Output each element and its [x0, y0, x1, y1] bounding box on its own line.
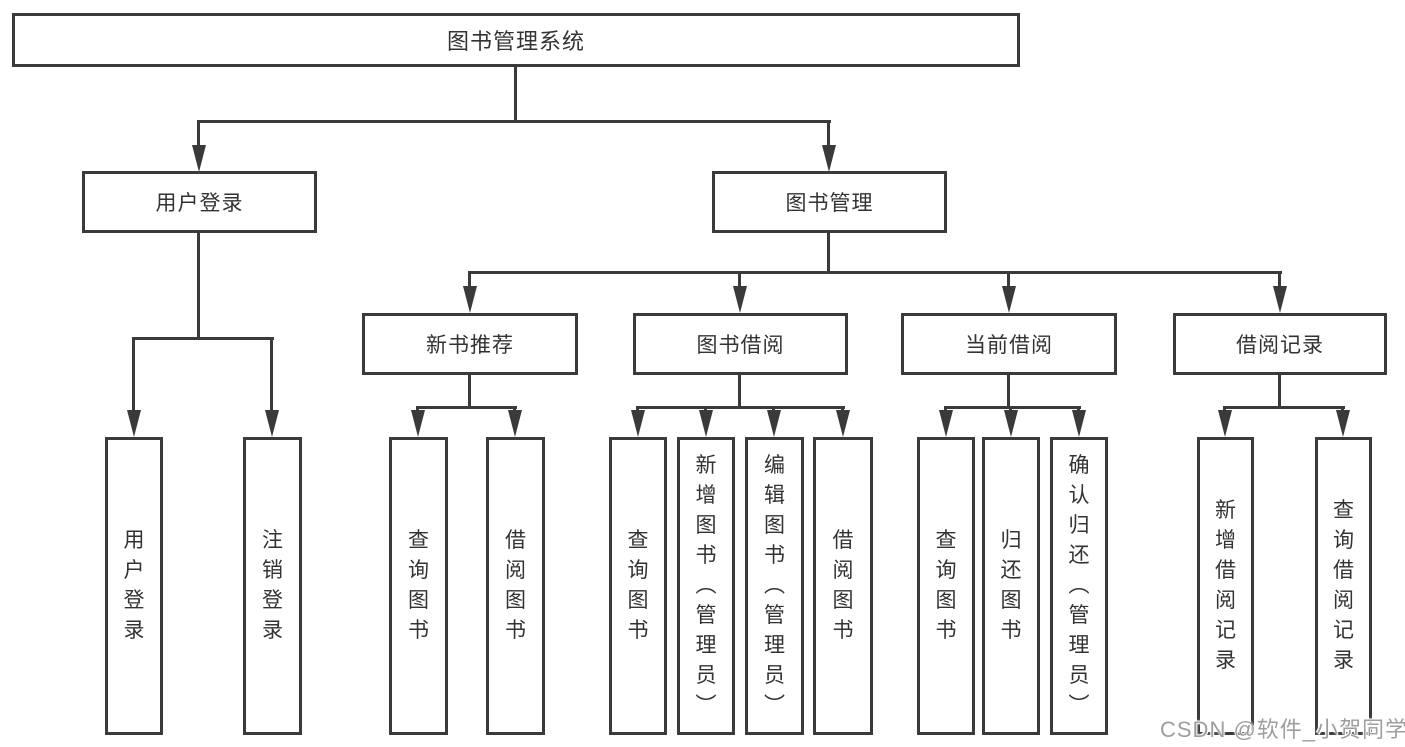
connector-line — [738, 375, 741, 408]
connector-line — [704, 406, 707, 413]
connector-line — [772, 406, 775, 413]
node-label: 查询图书 — [408, 529, 429, 642]
connector-line — [1278, 375, 1281, 408]
node-library-management-system: 图书管理系统 — [12, 13, 1020, 67]
arrow-down-icon — [836, 410, 850, 437]
node-user-login-branch: 用户登录 — [82, 171, 317, 233]
connector-line — [944, 406, 947, 413]
leaf-add-book-admin: 新增图书︵管理员︶ — [677, 437, 735, 735]
node-label: 借阅记录 — [1236, 334, 1324, 357]
connector-line — [132, 337, 135, 417]
connector-line — [469, 271, 1282, 274]
connector-line — [1009, 406, 1012, 413]
arrow-down-icon — [127, 410, 141, 437]
leaf-confirm-return-admin: 确认归还︵管理员︶ — [1050, 437, 1108, 735]
arrow-down-icon — [1002, 286, 1016, 313]
node-label: 新书推荐 — [426, 334, 514, 357]
arrow-down-icon — [699, 410, 713, 437]
connector-line — [637, 406, 845, 409]
leaf-logout: 注销登录 — [243, 437, 302, 735]
arrow-down-icon — [1273, 286, 1287, 313]
connector-line — [945, 406, 1081, 409]
connector-line — [416, 406, 419, 413]
node-label: 图书管理系统 — [446, 29, 585, 54]
arrow-down-icon — [939, 410, 953, 437]
node-label: 查询图书 — [935, 529, 957, 642]
leaf-borrow-books: 借阅图书 — [813, 437, 873, 735]
connector-line — [270, 337, 273, 417]
arrow-down-icon — [1218, 410, 1232, 437]
connector-line — [827, 233, 830, 273]
leaf-query-borrow-record: 查询借阅记录 — [1315, 437, 1372, 735]
leaf-query-books: 查询图书 — [917, 437, 975, 735]
node-label: 借阅图书 — [505, 529, 526, 642]
connector-line — [133, 337, 274, 340]
leaf-return-books: 归还图书 — [982, 437, 1040, 735]
connector-line — [1341, 406, 1344, 413]
leaf-borrow-books: 借阅图书 — [486, 437, 545, 735]
connector-line — [514, 67, 517, 123]
connector-line — [1224, 406, 1345, 409]
connector-line — [197, 120, 200, 150]
connector-line — [197, 233, 200, 339]
arrow-down-icon — [508, 410, 522, 437]
connector-line — [636, 406, 639, 413]
arrow-down-icon — [1004, 410, 1018, 437]
node-label: 图书借阅 — [696, 334, 785, 357]
connector-line — [417, 406, 517, 409]
connector-line — [827, 120, 830, 150]
leaf-query-books: 查询图书 — [389, 437, 448, 735]
arrow-down-icon — [822, 145, 836, 172]
node-label: 当前借阅 — [965, 334, 1053, 357]
node-label: 用户登录 — [123, 529, 145, 642]
node-label: 确认归还︵管理员︶ — [1068, 454, 1090, 717]
leaf-user-login: 用户登录 — [105, 437, 163, 735]
arrow-down-icon — [733, 286, 747, 313]
connector-line — [738, 271, 741, 289]
connector-line — [1007, 271, 1010, 289]
connector-line — [468, 375, 471, 408]
connector-line — [198, 120, 831, 123]
arrow-down-icon — [192, 145, 206, 172]
node-label: 查询图书 — [627, 529, 649, 642]
node-book-borrowing: 图书借阅 — [633, 313, 848, 375]
connector-line — [513, 406, 516, 413]
arrow-down-icon — [767, 410, 781, 437]
connector-line — [1007, 375, 1010, 408]
node-current-borrowing: 当前借阅 — [901, 313, 1117, 375]
node-label: 查询借阅记录 — [1333, 499, 1354, 672]
arrow-down-icon — [631, 410, 645, 437]
arrow-down-icon — [1072, 410, 1086, 437]
node-label: 新增图书︵管理员︶ — [695, 454, 717, 717]
leaf-add-borrow-record: 新增借阅记录 — [1197, 437, 1254, 735]
leaf-query-books: 查询图书 — [609, 437, 667, 735]
node-label: 注销登录 — [262, 529, 283, 642]
arrow-down-icon — [265, 410, 279, 437]
connector-line — [1278, 271, 1281, 289]
arrow-down-icon — [463, 286, 477, 313]
connector-line — [468, 271, 471, 289]
arrow-down-icon — [411, 410, 425, 437]
node-label: 图书管理 — [785, 192, 874, 215]
node-borrowing-records: 借阅记录 — [1173, 313, 1387, 375]
connector-line — [1077, 406, 1080, 413]
arrow-down-icon — [1336, 410, 1350, 437]
connector-line — [841, 406, 844, 413]
watermark: CSDN @软件_小贺同学 — [1160, 717, 1405, 742]
node-label: 用户登录 — [155, 192, 244, 215]
leaf-edit-book-admin: 编辑图书︵管理员︶ — [745, 437, 804, 735]
node-label: 新增借阅记录 — [1215, 499, 1236, 672]
node-label: 借阅图书 — [832, 529, 854, 642]
node-label: 归还图书 — [1000, 529, 1022, 642]
node-book-management: 图书管理 — [712, 171, 947, 233]
node-new-book-recommendation: 新书推荐 — [362, 313, 578, 375]
node-label: 编辑图书︵管理员︶ — [764, 454, 785, 717]
connector-line — [1223, 406, 1226, 413]
